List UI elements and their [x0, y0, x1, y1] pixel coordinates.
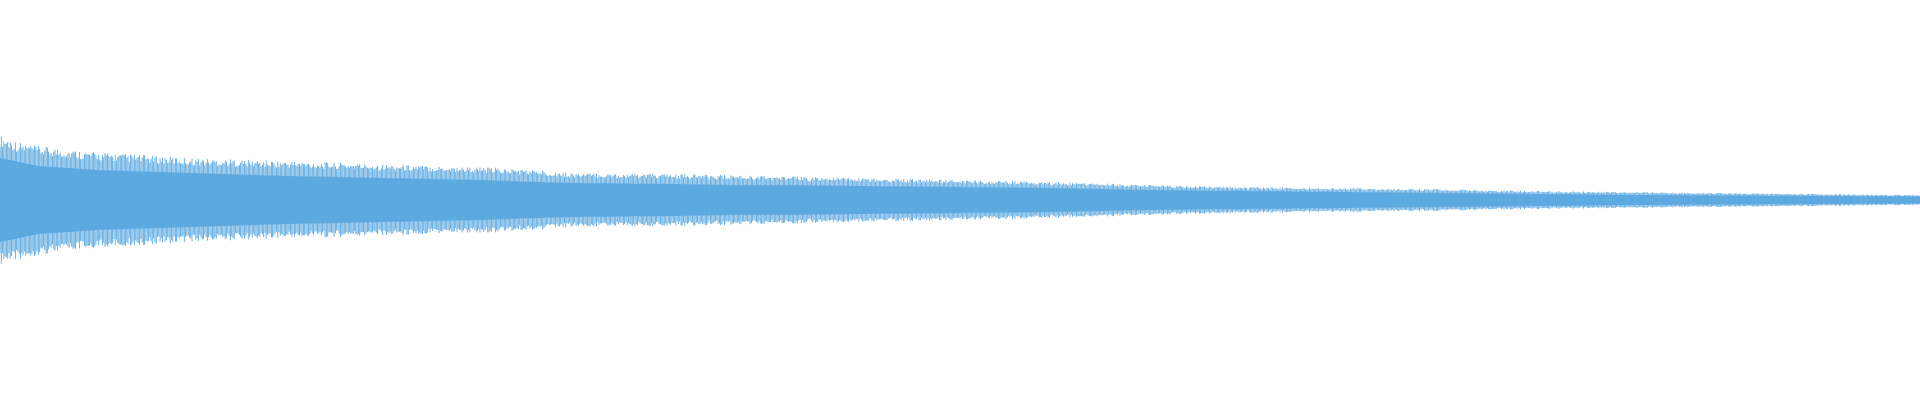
waveform-layer [0, 136, 1920, 264]
waveform-peaks [0, 136, 1920, 264]
